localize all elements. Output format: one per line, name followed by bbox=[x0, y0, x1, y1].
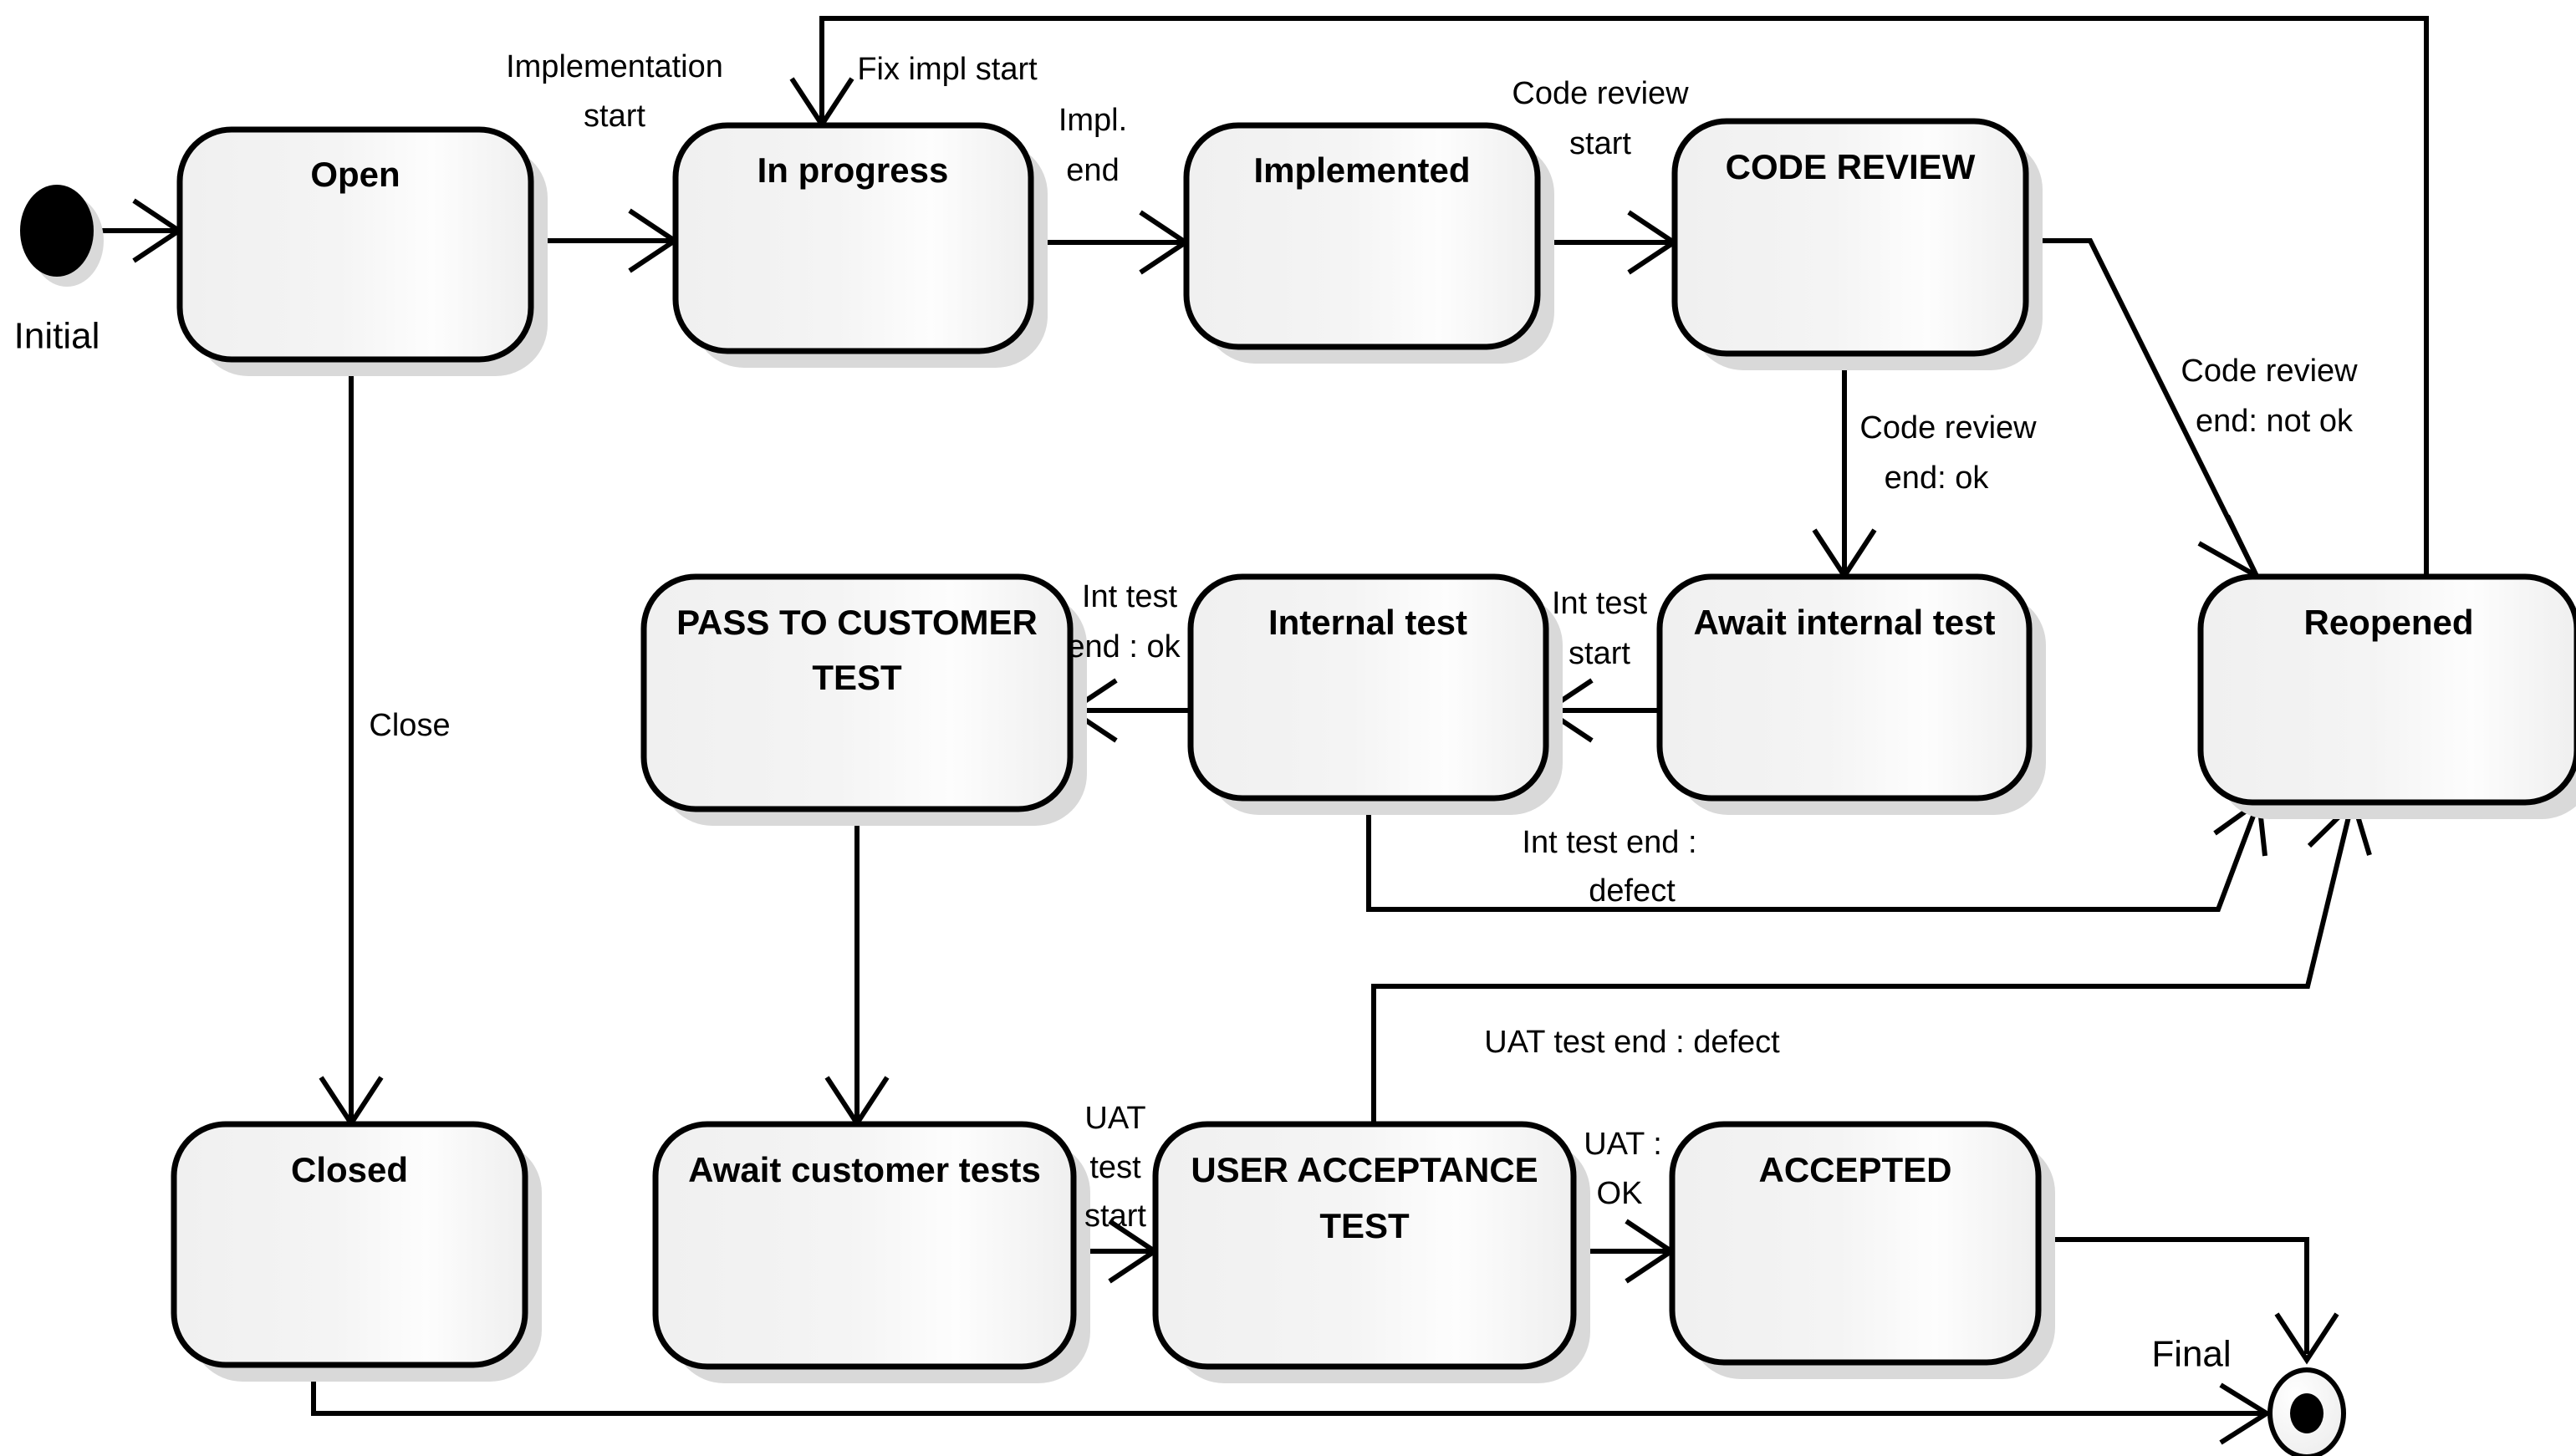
state-pass-to-customer-test[interactable]: PASS TO CUSTOMER TEST bbox=[640, 573, 1087, 826]
edge-label-int-test-start-line2: start bbox=[1569, 636, 1630, 671]
edge-accepted-to-final bbox=[2040, 1237, 2339, 1365]
edge-labels-layer: Implementation start Fix impl start Impl… bbox=[369, 49, 2358, 1234]
state-closed-label: Closed bbox=[291, 1150, 408, 1189]
edge-label-code-review-end-ok-line2: end: ok bbox=[1885, 461, 1990, 496]
edge-label-uat-ok-line1: UAT : bbox=[1584, 1127, 1662, 1162]
edge-label-uat-test-end-defect: UAT test end : defect bbox=[1484, 1025, 1780, 1060]
edge-label-implementation-start-line2: start bbox=[584, 99, 645, 134]
state-code-review-label: CODE REVIEW bbox=[1726, 147, 1976, 186]
edge-label-close: Close bbox=[369, 708, 450, 743]
initial-state-node[interactable]: Initial bbox=[14, 185, 104, 357]
state-pass-to-customer-test-label-line1: PASS TO CUSTOMER bbox=[676, 603, 1038, 642]
state-await-internal-test-label: Await internal test bbox=[1694, 603, 1996, 642]
state-code-review[interactable]: CODE REVIEW bbox=[1671, 118, 2043, 370]
state-accepted-label: ACCEPTED bbox=[1758, 1150, 1951, 1189]
state-implemented[interactable]: Implemented bbox=[1183, 122, 1554, 364]
edge-label-code-review-end-not-ok: Code review end: not ok bbox=[2181, 354, 2358, 439]
edge-internal-to-pass-customer bbox=[1066, 678, 1189, 743]
edge-label-impl-end-line1: Impl. bbox=[1058, 103, 1127, 138]
state-closed[interactable]: Closed bbox=[171, 1121, 542, 1382]
edge-label-code-review-end-ok-line1: Code review bbox=[1859, 410, 2037, 445]
edge-label-impl-end: Impl. end bbox=[1058, 103, 1127, 188]
state-in-progress[interactable]: In progress bbox=[672, 122, 1048, 368]
state-open-label: Open bbox=[310, 155, 400, 194]
edge-open-to-in-progress bbox=[533, 208, 680, 273]
final-state-label: Final bbox=[2151, 1334, 2231, 1375]
edge-label-code-review-start-line2: start bbox=[1569, 126, 1631, 161]
states-layer: Open In progress Implemented CODE REVIEW… bbox=[171, 118, 2576, 1383]
edge-closed-to-final bbox=[311, 1367, 2272, 1445]
edge-label-close-line1: Close bbox=[369, 708, 450, 743]
edges-layer bbox=[94, 16, 2429, 1445]
state-internal-test[interactable]: Internal test bbox=[1187, 573, 1563, 815]
edge-in-progress-to-implemented bbox=[1033, 210, 1191, 275]
edge-label-int-test-end-ok-line2: end : ok bbox=[1067, 629, 1181, 664]
edge-initial-to-open bbox=[94, 198, 184, 263]
edge-label-code-review-start-line1: Code review bbox=[1512, 76, 1689, 111]
edge-label-int-test-start-line1: Int test bbox=[1552, 586, 1647, 621]
state-user-acceptance-test[interactable]: USER ACCEPTANCE TEST bbox=[1152, 1121, 1590, 1383]
state-pass-to-customer-test-label-line2: TEST bbox=[812, 658, 902, 697]
edge-label-implementation-start-line1: Implementation bbox=[506, 49, 723, 84]
edge-label-int-test-start: Int test start bbox=[1552, 586, 1647, 671]
pseudostates-layer: Initial Final bbox=[14, 185, 2346, 1456]
edge-label-uat-test-start-line1: UAT bbox=[1084, 1101, 1145, 1136]
edge-label-code-review-start: Code review start bbox=[1512, 76, 1689, 161]
final-state-node[interactable]: Final bbox=[2151, 1334, 2346, 1456]
initial-state-label: Initial bbox=[14, 316, 100, 357]
edge-label-int-test-end-defect-line2: defect bbox=[1589, 873, 1676, 909]
edge-label-int-test-end-defect-line1: Int test end : bbox=[1522, 825, 1696, 860]
state-await-internal-test[interactable]: Await internal test bbox=[1656, 573, 2046, 815]
edge-code-review-to-await-internal bbox=[1812, 355, 1877, 581]
edge-label-code-review-end-not-ok-line1: Code review bbox=[2181, 354, 2358, 389]
edge-label-fix-impl-start-line1: Fix impl start bbox=[857, 52, 1038, 87]
edge-label-int-test-end-ok-line1: Int test bbox=[1082, 579, 1177, 614]
edge-pass-customer-to-await-customer bbox=[824, 811, 890, 1128]
edge-label-uat-test-start: UAT test start bbox=[1084, 1101, 1146, 1234]
edge-label-implementation-start: Implementation start bbox=[506, 49, 723, 134]
edge-label-int-test-end-ok: Int test end : ok bbox=[1067, 579, 1181, 664]
edge-implemented-to-code-review bbox=[1539, 210, 1679, 275]
edge-label-uat-ok: UAT : OK bbox=[1584, 1127, 1662, 1211]
edge-internal-to-reopened bbox=[1366, 797, 2267, 912]
edge-label-uat-test-start-line3: start bbox=[1084, 1199, 1146, 1234]
state-in-progress-label: In progress bbox=[757, 150, 949, 190]
edge-await-internal-to-internal bbox=[1542, 678, 1658, 743]
state-internal-test-label: Internal test bbox=[1268, 603, 1467, 642]
edge-label-impl-end-line2: end bbox=[1066, 153, 1119, 188]
edge-label-int-test-end-defect: Int test end : defect bbox=[1522, 825, 1696, 909]
edge-label-code-review-end-not-ok-line2: end: not ok bbox=[2196, 404, 2354, 439]
state-await-customer-tests[interactable]: Await customer tests bbox=[652, 1121, 1090, 1383]
state-user-acceptance-test-label-line2: TEST bbox=[1319, 1206, 1410, 1245]
edge-label-uat-test-start-line2: test bbox=[1089, 1150, 1141, 1185]
state-await-customer-tests-label: Await customer tests bbox=[688, 1150, 1041, 1189]
edge-label-code-review-end-ok: Code review end: ok bbox=[1859, 410, 2037, 496]
edge-label-uat-test-end-defect-line1: UAT test end : defect bbox=[1484, 1025, 1780, 1060]
state-open[interactable]: Open bbox=[176, 126, 548, 376]
state-implemented-label: Implemented bbox=[1253, 150, 1470, 190]
state-reopened-label: Reopened bbox=[2303, 603, 2473, 642]
state-accepted[interactable]: ACCEPTED bbox=[1669, 1121, 2055, 1379]
state-user-acceptance-test-label-line1: USER ACCEPTANCE bbox=[1191, 1150, 1538, 1189]
edge-label-fix-impl-start: Fix impl start bbox=[857, 52, 1038, 87]
edge-label-uat-ok-line2: OK bbox=[1597, 1176, 1643, 1211]
state-reopened[interactable]: Reopened bbox=[2197, 573, 2576, 819]
